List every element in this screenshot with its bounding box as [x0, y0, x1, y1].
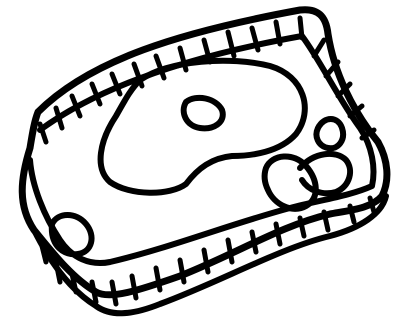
hatch-mark	[300, 18, 302, 38]
